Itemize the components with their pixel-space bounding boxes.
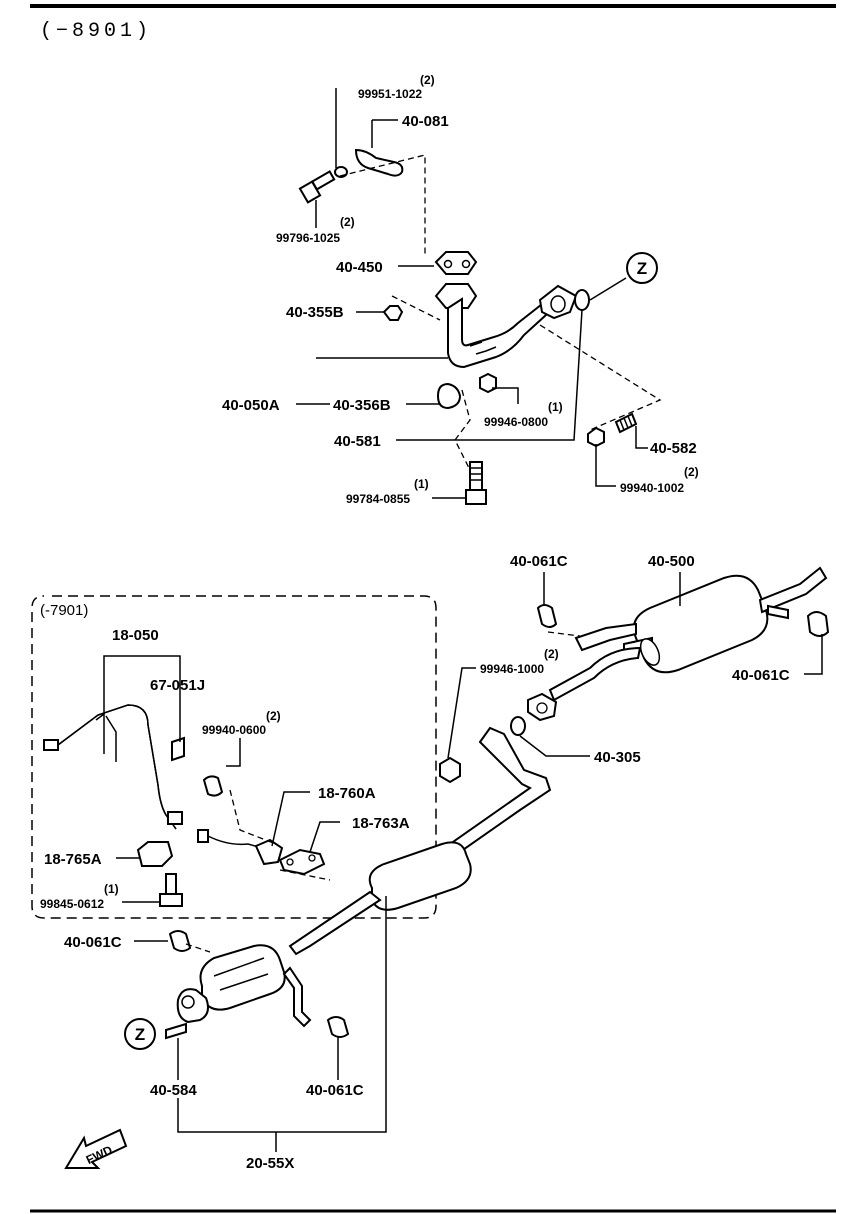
leader-line: [271, 791, 310, 847]
leader-line: [589, 277, 627, 301]
guide-line: [279, 869, 331, 881]
label-40-305: 40-305: [594, 749, 641, 766]
inset-dashed-box: [31, 595, 437, 919]
label-40-050A: 40-050A: [222, 397, 280, 414]
label-40-081: 40-081: [402, 113, 449, 130]
leader-line: [396, 309, 583, 441]
label-40-061C-top: 40-061C: [510, 553, 568, 570]
qty-99784: (1): [414, 477, 429, 491]
sensor-18-760A-part[interactable]: [197, 829, 284, 866]
label-40-584: 40-584: [150, 1082, 197, 1099]
z-reference-label: Z: [637, 259, 647, 278]
hanger-40-061C-right-part[interactable]: [806, 611, 830, 637]
label-40-061C-left: 40-061C: [64, 934, 122, 951]
label-99946-0800: 99946-0800: [484, 415, 548, 429]
hanger-40-061C-top-part[interactable]: [536, 604, 558, 628]
nut-99946-0800-part[interactable]: [479, 372, 497, 394]
leader-line: [804, 634, 823, 675]
label-18-050: 18-050: [112, 627, 159, 644]
label-99946-1000: 99946-1000: [480, 662, 544, 676]
leader-line: [177, 896, 387, 1133]
model-year-header: (−8901): [40, 20, 152, 43]
nut-99946-1000-part[interactable]: [439, 756, 461, 784]
qty-99946-0800: (1): [548, 400, 563, 414]
label-40-356B: 40-356B: [333, 397, 391, 414]
z-reference-marker: [626, 252, 658, 284]
clip-67-051J-part[interactable]: [171, 736, 185, 762]
label-40-500: 40-500: [648, 553, 695, 570]
leader-line: [492, 387, 519, 404]
label-40-450: 40-450: [336, 259, 383, 276]
leader-line: [595, 444, 616, 487]
leader-line: [635, 426, 648, 449]
bolt-99845-part[interactable]: [159, 873, 183, 907]
label-40-581: 40-581: [334, 433, 381, 450]
front-pipe-40-050A-part[interactable]: [434, 283, 578, 369]
label-99796-1025: 99796-1025: [276, 231, 340, 245]
label-18-765A: 18-765A: [44, 851, 102, 868]
gasket-ring-part[interactable]: [574, 289, 590, 311]
label-18-763A: 18-763A: [352, 815, 410, 832]
clamp-40-356B-part[interactable]: [436, 382, 462, 410]
label-99845-0612: 99845-0612: [40, 897, 104, 911]
label-99784-0855: 99784-0855: [346, 492, 410, 506]
guide-line: [391, 295, 441, 321]
guide-line: [547, 631, 581, 637]
lower-exhaust-group: Z FWD 40-061C 40-500 (2) 99946-1000 40-0…: [64, 553, 830, 1172]
nut-40-355B-part[interactable]: [382, 305, 404, 321]
leader-line: [519, 735, 590, 757]
qty-99946-1000: (2): [544, 647, 559, 661]
inset-7901-group: (-7901) 18-0: [31, 595, 437, 919]
leader-line: [447, 667, 476, 759]
label-67-051J: 67-051J: [150, 677, 205, 694]
hanger-40-061C-left-part[interactable]: [168, 930, 192, 952]
qty-99951: (2): [420, 73, 435, 87]
harness-18-050-part[interactable]: [43, 704, 183, 830]
guide-line: [185, 943, 211, 953]
guide-line: [229, 789, 277, 845]
label-99940-0600: 99940-0600: [202, 723, 266, 737]
stud-40-584-part[interactable]: [165, 1022, 187, 1040]
spring-40-582-part[interactable]: [614, 412, 638, 434]
upper-front-pipe-group: Z (2) 99951-1022 40-081 (2) 99796-1025 4…: [222, 73, 699, 506]
qty-99940-1002: (2): [684, 465, 699, 479]
label-40-355B: 40-355B: [286, 304, 344, 321]
label-40-061C-right: 40-061C: [732, 667, 790, 684]
qty-99845: (1): [104, 882, 119, 896]
guide-line: [539, 324, 662, 431]
bolt-99784-part[interactable]: [465, 461, 487, 505]
catalyst-pipe-20-55X-part[interactable]: [176, 726, 552, 1028]
hanger-40-061C-bottom-part[interactable]: [326, 1016, 350, 1038]
main-muffler-40-500-part[interactable]: [548, 566, 828, 702]
label-20-55X: 20-55X: [246, 1155, 294, 1172]
gasket-40-450-part[interactable]: [434, 251, 478, 275]
bolt-99796-part[interactable]: [298, 170, 336, 204]
gasket-40-305-part[interactable]: [510, 716, 526, 736]
qty-99796: (2): [340, 215, 355, 229]
leader-line: [103, 655, 181, 742]
forward-direction-arrow: FWD: [64, 1128, 128, 1169]
qty-99940-0600: (2): [266, 709, 281, 723]
leader-line: [226, 738, 241, 767]
label-99940-1002: 99940-1002: [620, 481, 684, 495]
label-40-582: 40-582: [650, 440, 697, 457]
label-99951-1022: 99951-1022: [358, 87, 422, 101]
z-reference-label-lower: Z: [135, 1025, 145, 1044]
z-reference-marker-lower: [124, 1018, 156, 1050]
leader-line: [309, 821, 340, 853]
label-40-061C-bottom: 40-061C: [306, 1082, 364, 1099]
label-18-760A: 18-760A: [318, 785, 376, 802]
inset-title: (-7901): [40, 602, 88, 619]
bracket-18-765A-part[interactable]: [136, 841, 174, 867]
guide-line: [339, 154, 426, 255]
nut-99940-1002-part[interactable]: [587, 426, 605, 448]
guide-line: [454, 389, 471, 471]
bracket-40-081-part[interactable]: [354, 148, 404, 177]
nut-99940-0600-part[interactable]: [202, 775, 224, 797]
